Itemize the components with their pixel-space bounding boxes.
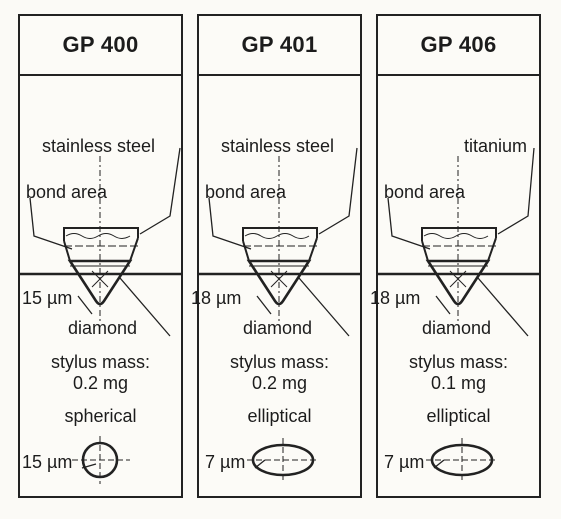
stylus-mass-value: 0.1 mg	[430, 373, 487, 393]
tip-radius-label: 18 µm	[370, 288, 421, 308]
tip-shape-label: elliptical	[247, 406, 312, 426]
stylus-diagram	[20, 147, 181, 484]
bond-area-label: bond area	[26, 182, 108, 202]
material-label: stainless steel	[221, 136, 335, 156]
tip-shape-label: elliptical	[426, 406, 491, 426]
stylus-mass-label: stylus mass:	[229, 352, 330, 372]
panel-gp406: GP 406 titanium bond area 18 µm diamond …	[370, 14, 541, 498]
bond-area-label: bond area	[384, 182, 466, 202]
panel-title: GP 406	[378, 16, 539, 76]
diamond-label: diamond	[243, 318, 313, 338]
stylus-diagram	[199, 147, 360, 482]
panel-title: GP 401	[199, 16, 360, 76]
material-label: stainless steel	[42, 136, 156, 156]
diamond-label: diamond	[422, 318, 492, 338]
stylus-mass-value: 0.2 mg	[72, 373, 129, 393]
panel-gp400: GP 400 stainle	[18, 14, 183, 498]
tip-shape-label: spherical	[64, 406, 137, 426]
stylus-mass-label: stylus mass:	[408, 352, 509, 372]
stylus-mass-value: 0.2 mg	[251, 373, 308, 393]
tip-radius-label: 18 µm	[191, 288, 242, 308]
stylus-diagram	[378, 147, 539, 482]
tip-shape-radius: 15 µm	[22, 452, 73, 472]
tip-radius-label: 15 µm	[22, 288, 73, 308]
tip-shape-radius: 7 µm	[205, 452, 246, 472]
diamond-label: diamond	[68, 318, 138, 338]
material-label: titanium	[464, 136, 528, 156]
bond-area-label: bond area	[205, 182, 287, 202]
tip-shape-radius: 7 µm	[384, 452, 425, 472]
stylus-mass-label: stylus mass:	[50, 352, 151, 372]
panel-title: GP 400	[20, 16, 181, 76]
panel-gp401: GP 401 stainless steel bond area 18 µm d…	[191, 14, 362, 498]
